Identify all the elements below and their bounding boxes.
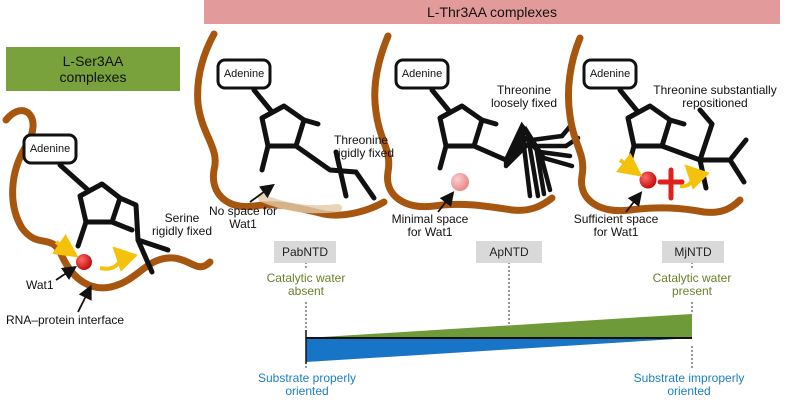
rna-backbone-ap [371, 32, 556, 214]
substrate-improper-label: Substrate improperly oriented [633, 371, 745, 398]
substrate-orientation-wedge [306, 338, 692, 362]
water-arrow-mj [616, 152, 643, 177]
mj-residue-note: Threonine substantially repositioned [653, 83, 777, 110]
adenine-box-ser [22, 133, 78, 165]
mj-panel [564, 34, 749, 216]
ribose-pab [251, 87, 377, 201]
interface-pointer [77, 284, 92, 313]
pab-space-note: No space for Wat1 [208, 204, 278, 231]
rna-backbone-mj [564, 34, 744, 216]
sufficient-space-pointer [625, 191, 643, 213]
water-present-label: Catalytic water present [652, 271, 732, 298]
apntd-box: ApNTD [476, 241, 542, 263]
adenine-box-mj [582, 58, 638, 90]
water-wat1-ser [76, 254, 92, 270]
adenine-box-ap [394, 58, 450, 90]
mjntd-box: MjNTD [662, 241, 724, 263]
scale-dividers [305, 262, 693, 370]
clash-cross-icon [657, 167, 685, 201]
substrate-proper-label: Substrate properly oriented [257, 371, 357, 398]
adenine-label-pab: Adenine [223, 68, 265, 80]
threonine-ensemble-ap [503, 121, 581, 199]
rotation-arrow-ser [99, 246, 138, 272]
clash-ghost-pab [258, 194, 342, 214]
adenine-label-ser: Adenine [29, 143, 71, 155]
pab-panel [194, 30, 388, 219]
minimal-space-pointer [437, 191, 455, 213]
banner-ser3aa-text: L-Ser3AA complexes [59, 53, 127, 85]
ribose-ap [429, 87, 509, 171]
pabntd-box: PabNTD [274, 241, 336, 263]
ap-space-note: Minimal space for Wat1 [391, 212, 469, 239]
ribose-ser [57, 162, 171, 275]
pab-residue-note: Threonine rigidly fixed [334, 133, 395, 160]
catalytic-water-wedge [306, 314, 692, 338]
ap-residue-note: Threonine loosely fixed [490, 83, 558, 110]
banner-ser3aa: L-Ser3AA complexes [6, 47, 180, 91]
banner-thr3aa: L-Thr3AA complexes [204, 0, 780, 24]
no-space-pointer [249, 183, 275, 203]
adenine-label-mj: Adenine [589, 68, 631, 80]
ser-panel [2, 107, 214, 313]
adenine-box-pab [216, 58, 272, 90]
mj-space-note: Sufficient space for Wat1 [573, 212, 659, 239]
serine-note: Serine rigidly fixed [151, 211, 213, 238]
wat1-label: Wat1 [26, 278, 54, 292]
rna-backbone-pab [194, 30, 388, 219]
wat1-pointer [55, 266, 77, 281]
rotation-arrow-mj [679, 164, 710, 190]
adenine-label-ap: Adenine [401, 68, 443, 80]
ap-panel [371, 32, 581, 214]
banner-thr3aa-text: L-Thr3AA complexes [427, 4, 557, 20]
water-wat1-mj [639, 171, 657, 189]
interface-label: RNA–protein interface [6, 313, 125, 327]
water-wat1-ap [451, 173, 469, 191]
ribose-mj [617, 87, 749, 191]
water-arrow-ser [52, 234, 79, 258]
water-absent-label: Catalytic water absent [266, 271, 346, 298]
